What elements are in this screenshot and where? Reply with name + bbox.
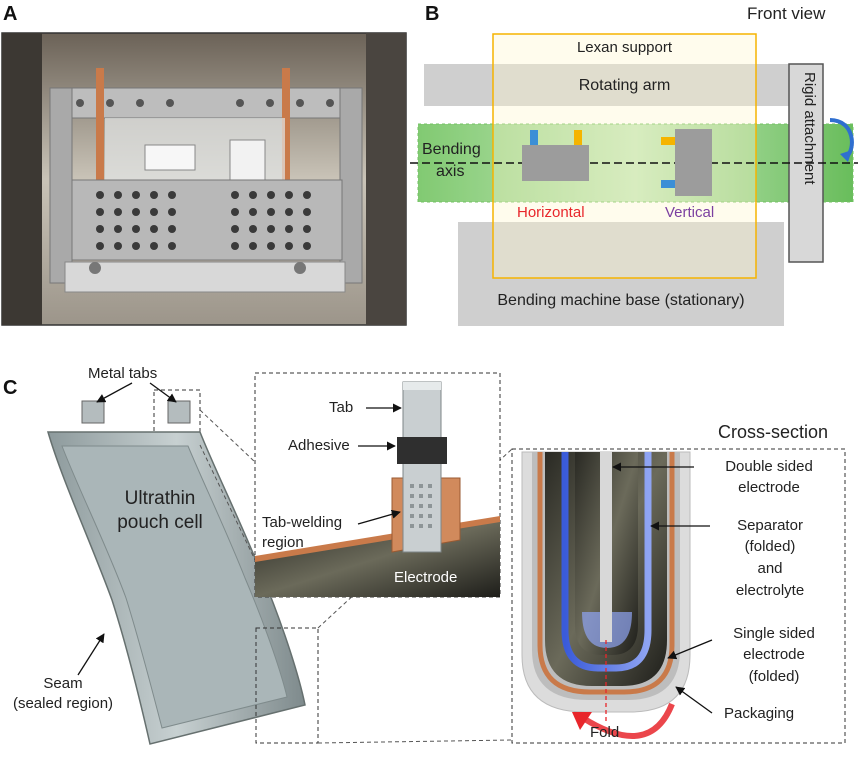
- adhesive-label: Adhesive: [288, 437, 350, 454]
- vertical-tab-yellow: [661, 137, 675, 145]
- vertical-tab-blue: [661, 180, 675, 188]
- separator-label-3: and: [757, 560, 783, 577]
- electrode-label: Electrode: [394, 569, 458, 586]
- tab-detail-box: [153, 389, 201, 446]
- bending-axis-label-2: axis: [436, 163, 465, 180]
- horizontal-tab-yellow: [574, 130, 582, 145]
- tab-welding-label-1: Tab-welding: [262, 514, 343, 531]
- panel-letter-a: A: [3, 3, 18, 25]
- cross-section-box-origin: [255, 627, 319, 744]
- tab-detail-inset: [254, 372, 501, 598]
- cross-section-inset: [511, 448, 846, 744]
- fold-arrow-icon: [581, 702, 675, 739]
- horizontal-label: Horizontal: [517, 204, 585, 221]
- panel-letter-b: B: [425, 3, 440, 25]
- separator-label-1: Separator: [737, 517, 803, 534]
- double-sided-label-1: Double sided: [725, 458, 813, 475]
- cross-section-title: Cross-section: [718, 422, 829, 442]
- horizontal-cell: [522, 145, 589, 181]
- horizontal-tab-blue: [530, 130, 538, 145]
- bending-axis-label-1: Bending: [422, 141, 481, 158]
- panel-a-photo: [1, 32, 407, 326]
- front-view-title: Front view: [747, 4, 826, 23]
- single-sided-label-2: electrode: [743, 646, 805, 663]
- double-sided-label-2: electrode: [738, 479, 800, 496]
- single-sided-label-3: (folded): [748, 668, 800, 685]
- pouch-cell-label-1: Ultrathin: [124, 488, 196, 509]
- metal-tabs-label: Metal tabs: [88, 365, 158, 382]
- panel-b-schematic: [410, 33, 858, 326]
- separator-label-4: electrolyte: [735, 582, 805, 599]
- tab-welding-label-2: region: [262, 534, 304, 551]
- panel-letter-c: C: [3, 377, 18, 399]
- vertical-cell: [675, 129, 712, 196]
- pouch-cell-label-2: pouch cell: [117, 512, 203, 533]
- single-sided-label-1: Single sided: [733, 625, 815, 642]
- lexan-support-label: Lexan support: [576, 39, 673, 56]
- separator-label-2: (folded): [744, 538, 796, 555]
- packaging-label: Packaging: [724, 705, 795, 722]
- machine-base-label: Bending machine base (stationary): [497, 292, 745, 309]
- vertical-label: Vertical: [665, 204, 715, 221]
- seam-label-1: Seam: [43, 675, 83, 692]
- fold-label: Fold: [590, 724, 620, 741]
- machine-base: [458, 222, 784, 326]
- tab-label: Tab: [329, 399, 354, 416]
- rigid-attachment-label: Rigid attachment: [801, 72, 818, 185]
- rotating-arm-label: Rotating arm: [578, 77, 671, 94]
- bending-band: [417, 123, 854, 203]
- rotating-arm: [424, 64, 800, 106]
- seam-label-2: (sealed region): [12, 695, 114, 712]
